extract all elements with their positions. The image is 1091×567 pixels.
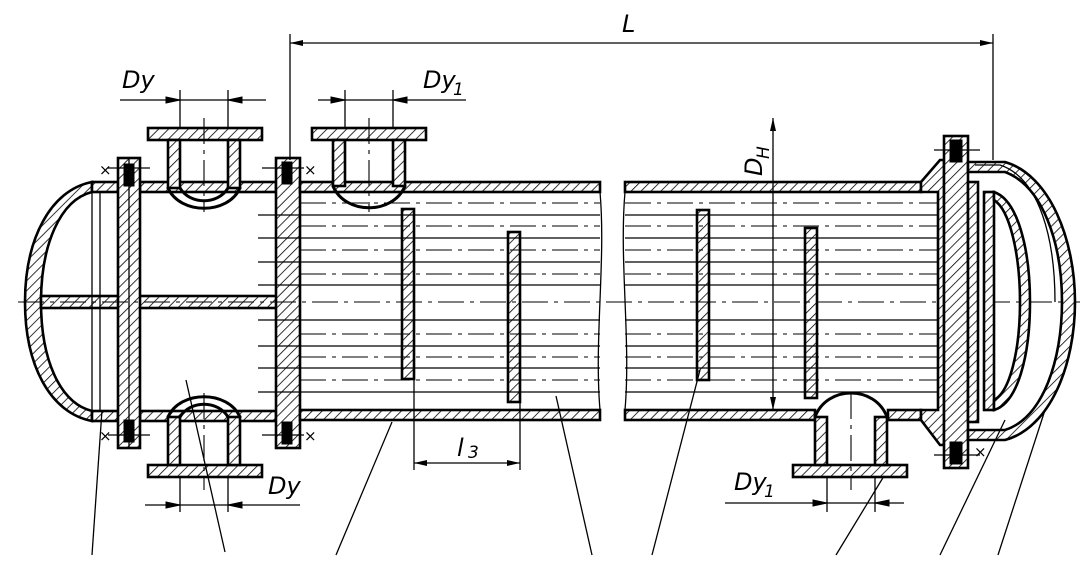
nozzle-diameter-label: Dy [268,472,301,500]
weld-mark: × [304,427,317,445]
nozzle-top-right [310,118,428,212]
leader-lines [91,369,1046,556]
shell-right-segment [622,180,923,490]
weld-mark: × [99,427,112,445]
shell-diameter-subscript: H [754,146,774,159]
nozzle-bottom-right [791,391,909,490]
baffle [400,207,416,381]
overall-length-label: L [622,10,635,38]
left-chamber: × × [23,118,288,490]
nozzle-top-left [146,118,264,212]
left-chamber-shell-bottom [90,409,120,423]
nozzle-diameter-label: Dy [122,66,155,94]
shell-diameter-label: D [740,158,768,176]
baffle [506,230,522,404]
left-chamber-shell-top-2 [138,180,278,194]
weld-mark: × [304,161,317,179]
nozzle-diameter-label: Dy [734,468,767,496]
baffle [695,208,711,382]
weld-mark: × [974,443,987,461]
baffle-spacing-label: l [457,434,464,462]
nozzle-diameter-subscript: 1 [453,80,464,100]
left-chamber-shell-bottom-2 [138,409,278,423]
weld-mark: × [99,161,112,179]
nozzle-bottom-left [146,393,264,490]
left-chamber-shell-top [90,180,120,194]
floating-head: × [919,134,1077,470]
shell-left-segment [298,118,603,422]
tube-bundle [18,202,1080,393]
left-tubesheet: × × [262,156,317,450]
nozzle-diameter-subscript: 1 [764,482,775,502]
baffle [803,226,819,400]
dimensions: L Dy Dy 1 Dy Dy 1 D H [120,10,994,512]
nozzle-diameter-label: Dy [423,66,456,94]
baffle-spacing-subscript: 3 [468,443,479,463]
